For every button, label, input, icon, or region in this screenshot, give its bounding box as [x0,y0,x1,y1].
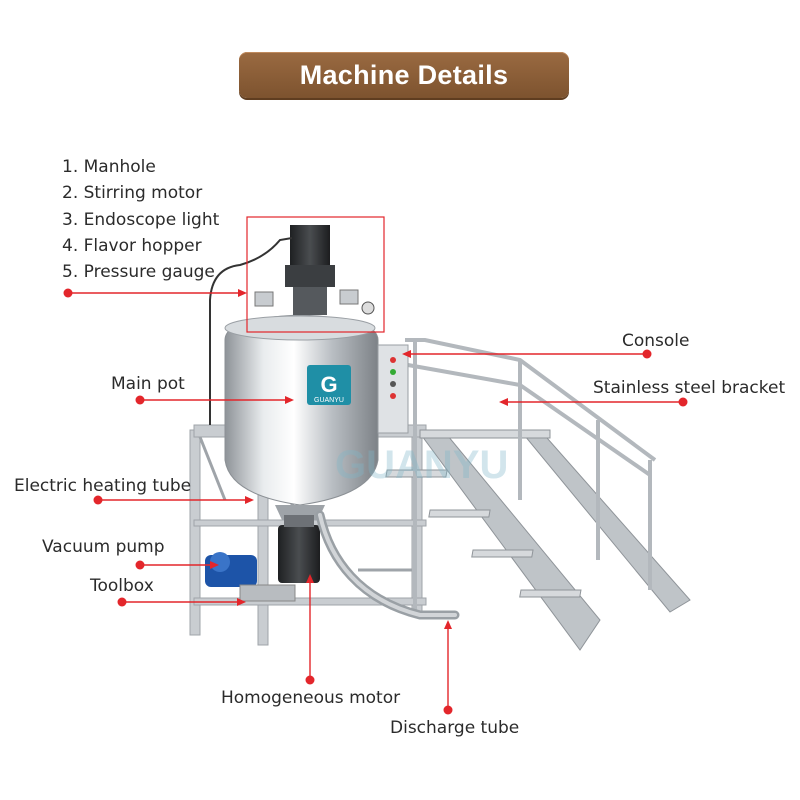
label-homogeneous-motor: Homogeneous motor [221,688,401,708]
parts-list: 1. Manhole 2. Stirring motor 3. Endoscop… [62,154,219,285]
power-cable [209,237,293,425]
homogeneous-motor [278,515,320,583]
parts-list-item-endoscope-light: 3. Endoscope light [62,209,220,230]
main-pot [224,314,379,520]
top-assembly-highlight-box [246,216,385,333]
pointer-homogeneous-motor [305,574,315,685]
handrails [405,338,657,610]
parts-list-item-flavor-hopper: 4. Flavor hopper [62,235,202,256]
svg-text:G: G [320,372,337,397]
top-assembly [254,225,375,315]
pointer-main-pot [135,395,294,405]
toolbox [239,584,296,602]
pointer-toolbox [117,597,246,607]
discharge-tube [315,510,460,620]
pointer-parts-list [63,288,247,298]
page-title: Machine Details [299,59,509,90]
title-banner: Machine Details [239,52,569,98]
label-electric-heating-tube: Electric heating tube [14,476,192,496]
stairs [385,429,691,651]
pointer-stainless-steel-bracket [499,397,688,407]
watermark-text: GUANYU [335,443,508,487]
label-discharge-tube: Discharge tube [390,718,520,738]
pointer-lines [63,288,688,715]
pointer-electric-heating-tube [93,495,254,505]
watermark: GUANYU [335,443,508,487]
label-main-pot: Main pot [111,374,185,394]
pointer-vacuum-pump [135,560,219,570]
label-toolbox: Toolbox [90,576,154,596]
brand-logo-badge: G GUANYU [307,365,351,405]
vacuum-pump [205,552,257,587]
console-panel [377,344,409,434]
label-vacuum-pump: Vacuum pump [42,537,165,557]
logo-badge-text: GUANYU [314,397,344,404]
parts-list-item-stirring-motor: 2. Stirring motor [62,183,203,204]
pointer-console [402,349,652,359]
label-console: Console [622,331,690,351]
parts-list-item-manhole: 1. Manhole [62,157,156,177]
parts-list-item-pressure-gauge: 5. Pressure gauge [62,262,215,283]
label-stainless-steel-bracket: Stainless steel bracket [593,378,786,398]
pointer-discharge-tube [443,620,453,715]
